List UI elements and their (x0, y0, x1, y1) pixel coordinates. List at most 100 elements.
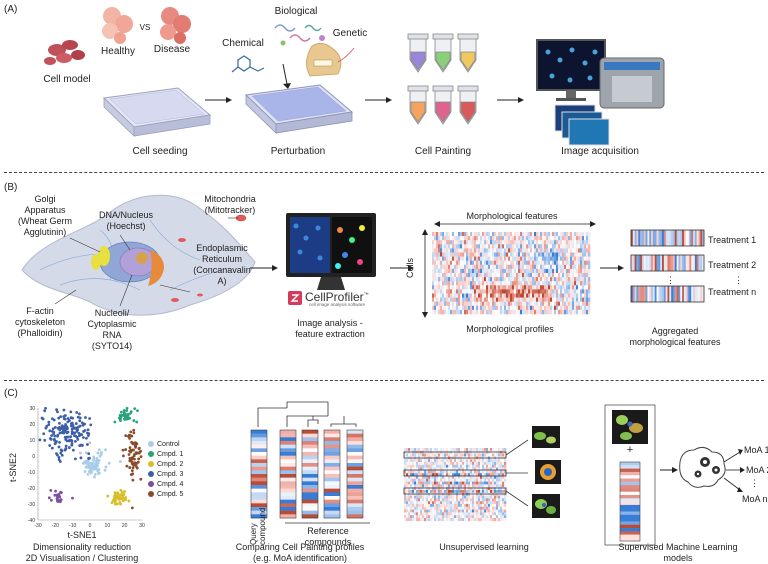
heatmap-cell (510, 232, 513, 237)
heatmap-cell (526, 289, 529, 294)
heatmap-cell (578, 281, 581, 286)
unsupervised-cell (456, 467, 459, 471)
unsupervised-cell (470, 487, 473, 491)
tsne-point (69, 410, 73, 414)
heatmap-cell (484, 293, 487, 298)
heatmap-cell (434, 264, 437, 270)
heatmap-cell (504, 232, 507, 237)
unsupervised-cell (404, 495, 407, 499)
heatmap-cell (470, 301, 473, 307)
heatmap-cell (520, 281, 523, 286)
unsupervised-cell (448, 501, 451, 505)
tsne-point (100, 450, 103, 454)
heatmap-cell (454, 248, 457, 253)
heatmap-cell (448, 264, 451, 270)
heatmap-cell (432, 301, 435, 307)
profile-segment (324, 470, 340, 475)
unsupervised-cell (412, 495, 415, 499)
heatmap-cell (554, 236, 557, 241)
unsupervised-cell (408, 453, 411, 457)
unsupervised-cell (446, 490, 449, 494)
unsupervised-cell (472, 518, 475, 522)
profile-segment (302, 463, 318, 467)
unsupervised-cell (476, 478, 479, 482)
unsupervised-cell (502, 448, 505, 452)
heatmap-cell (442, 305, 445, 311)
unsupervised-cell (440, 504, 443, 508)
unsupervised-cell (428, 512, 431, 516)
heatmap-cell (582, 273, 585, 278)
heatmap-cell (446, 301, 449, 307)
heatmap-cell (506, 277, 509, 282)
heatmap-cell (514, 309, 517, 315)
heatmap-cell (578, 232, 581, 237)
unsupervised-cell (464, 448, 467, 452)
heatmap-cell (564, 305, 567, 311)
heatmap-cell (526, 285, 529, 290)
unsupervised-cell (408, 464, 411, 468)
heatmap-cell (488, 244, 491, 249)
aggregated-cell (638, 230, 641, 246)
unsupervised-cell (414, 476, 417, 480)
tsne-point (55, 408, 58, 412)
heatmap-cell (470, 264, 473, 270)
healthy-label: Healthy (101, 46, 135, 57)
heatmap-cell (518, 236, 521, 241)
heatmap-cell (514, 268, 517, 274)
heatmap-cell (566, 309, 569, 315)
heatmap-cell (562, 236, 565, 241)
heatmap-cell (508, 309, 511, 315)
unsupervised-cell (496, 490, 499, 494)
heatmap-cell (460, 236, 463, 241)
heatmap-cell (550, 236, 553, 241)
heatmap-cell (450, 232, 453, 237)
unsupervised-cell (422, 467, 425, 471)
heatmap-cell (532, 305, 535, 311)
heatmap-cell (434, 256, 437, 261)
heatmap-cell (478, 248, 481, 253)
supervised-outline (619, 461, 641, 542)
heatmap-cell (456, 252, 459, 257)
heatmap-cell (474, 309, 477, 315)
unsupervised-cell (476, 490, 479, 494)
heatmap-cell (562, 264, 565, 270)
unsupervised-cell (424, 473, 427, 477)
unsupervised-cell (470, 501, 473, 505)
unsupervised-cell (416, 487, 419, 491)
unsupervised-cell (452, 487, 455, 491)
heatmap-cell (576, 240, 579, 245)
unsupervised-cell (446, 506, 449, 510)
heatmap-cell (526, 301, 529, 307)
unsupervised-cell (442, 512, 445, 516)
unsupervised-cell (404, 453, 407, 457)
heatmap-cell (586, 277, 589, 282)
profile-segment (347, 466, 363, 471)
unsupervised-cell (422, 509, 425, 513)
heatmap-cell (554, 268, 557, 274)
unsupervised-cell (426, 515, 429, 519)
heatmap-cell (566, 293, 569, 298)
aggregated-cell (667, 255, 670, 271)
supervised-segment (620, 471, 640, 476)
unsupervised-cell (480, 495, 483, 499)
heatmap-cell (436, 232, 439, 237)
unsupervised-cell (442, 518, 445, 522)
heatmap-cell (566, 240, 569, 245)
heatmap-cell (474, 289, 477, 294)
tsne-point (130, 460, 134, 464)
tsne-xtick-label: 10 (105, 523, 111, 529)
heatmap-cell (468, 260, 471, 266)
unsupervised-cell (488, 518, 491, 522)
heatmap-cell (582, 301, 585, 307)
unsupervised-cell (454, 484, 457, 488)
tsne-point (89, 423, 93, 427)
unsupervised-cell (488, 501, 491, 505)
aggregated-cell (687, 230, 690, 246)
heatmap-cell (558, 236, 561, 241)
profile-segment (324, 485, 340, 489)
tsne-point (139, 455, 143, 459)
aggregated-bar-outline (630, 285, 705, 303)
heatmap-cell (454, 289, 457, 294)
tsne-point (57, 494, 61, 498)
